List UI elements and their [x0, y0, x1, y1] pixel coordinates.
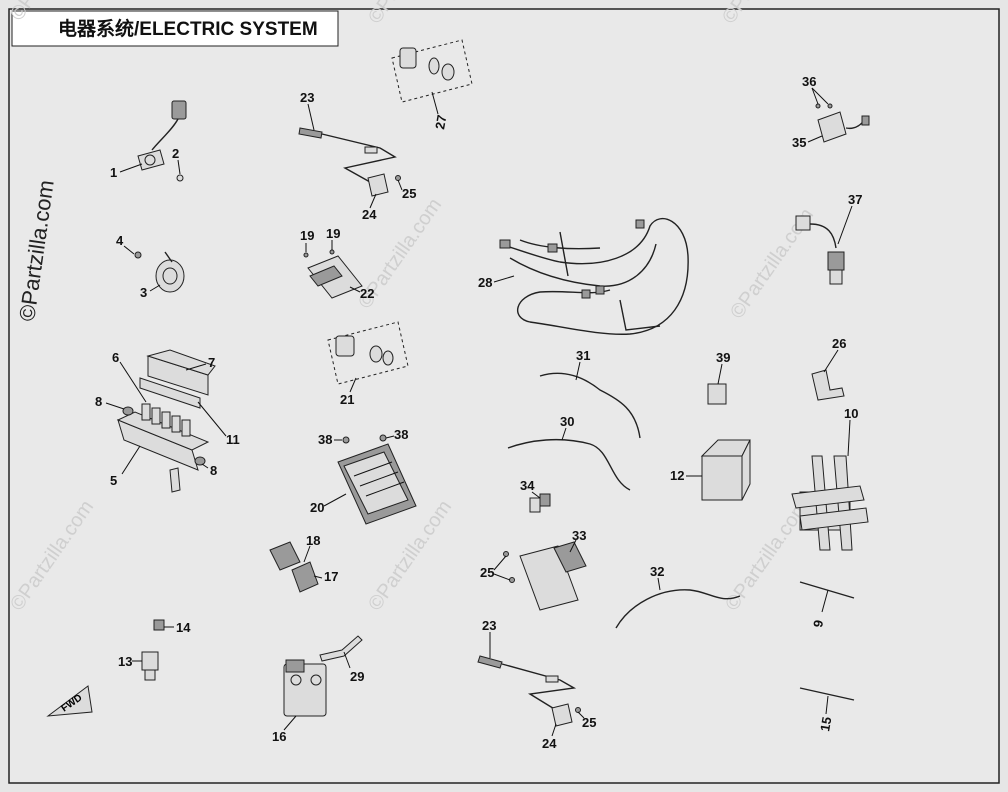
callout-label: 34: [520, 478, 535, 493]
callout-label: 26: [832, 336, 846, 351]
callout-label: 21: [340, 392, 354, 407]
part-starter-relay-16: [283, 635, 363, 717]
callout-label: 3: [140, 285, 147, 300]
callout-label: 37: [848, 192, 862, 207]
callout-label: 17: [324, 569, 338, 584]
part-sensor-1: [137, 100, 187, 182]
callout-label: 27: [432, 114, 449, 131]
callout-label: 8: [210, 463, 217, 478]
callout-label: 8: [95, 394, 102, 409]
callout-label: 7: [208, 355, 215, 370]
callout-label: 16: [272, 729, 286, 744]
callout-label: 36: [802, 74, 816, 89]
callout-label: 24: [362, 207, 377, 222]
callout-label: 29: [350, 669, 364, 684]
callouts: 1 2 3 4 5 6 7 8 8 11 19 19 22: [95, 74, 862, 751]
callout-label: 19: [300, 228, 314, 243]
callout-label: 18: [306, 533, 320, 548]
part-wire-30: [507, 438, 631, 491]
callout-label: 4: [116, 233, 124, 248]
callout-label: 13: [118, 654, 132, 669]
callout-label: 1: [110, 165, 117, 180]
part-rod-15: [799, 687, 855, 701]
callout-label: 2: [172, 146, 179, 161]
part-cdi-33: [503, 541, 587, 611]
callout-label: 31: [576, 348, 590, 363]
part-switch-kit-27: [391, 39, 473, 103]
callout-label: 38: [394, 427, 408, 442]
part-temp-sensor-lower: [477, 655, 581, 727]
part-switch-kit-21: [327, 321, 409, 385]
part-fuse-39: [707, 383, 727, 405]
callout-label: 38: [318, 432, 332, 447]
callout-label: 30: [560, 414, 574, 429]
callout-label: 24: [542, 736, 557, 751]
callout-label: 22: [360, 286, 374, 301]
callout-label: 23: [300, 90, 314, 105]
part-switch-35: [815, 103, 870, 143]
part-connectors-17: [269, 541, 319, 593]
callout-label: 19: [326, 226, 340, 241]
part-regulator-20: [337, 434, 417, 525]
callout-label: 39: [716, 350, 730, 365]
callout-label: 6: [112, 350, 119, 365]
part-battery-holder-10: [791, 455, 869, 551]
callout-label: 33: [572, 528, 586, 543]
part-wiring-harness-28: [499, 217, 689, 335]
title-box: 电器系统/ELECTRIC SYSTEM: [11, 10, 339, 47]
part-bracket-26: [811, 369, 845, 401]
callout-label: 25: [480, 565, 494, 580]
part-wire-32: [615, 589, 741, 629]
part-connector-34: [529, 493, 551, 513]
part-rod-9: [799, 581, 855, 599]
diagram-title: 电器系统/ELECTRIC SYSTEM: [58, 17, 318, 40]
callout-label: 14: [176, 620, 191, 635]
callout-label: 32: [650, 564, 664, 579]
callout-label: 20: [310, 500, 324, 515]
part-ecu-22: [303, 249, 363, 299]
part-horn-3: [134, 251, 185, 293]
part-fuse-box: [116, 349, 216, 493]
callout-label: 5: [110, 473, 117, 488]
callout-label: 25: [402, 186, 416, 201]
callout-label: 10: [844, 406, 858, 421]
callout-label: 28: [478, 275, 492, 290]
callout-label: 12: [670, 468, 684, 483]
callout-label: 9: [810, 619, 826, 629]
part-relay-13: [141, 619, 165, 681]
part-battery-12: [700, 439, 751, 501]
part-sensor-37: [795, 215, 845, 285]
callout-label: 35: [792, 135, 806, 150]
callout-label: 23: [482, 618, 496, 633]
callout-label: 15: [817, 716, 834, 733]
callout-label: 11: [226, 432, 240, 447]
part-wire-31: [539, 372, 641, 439]
part-temp-sensor-upper: [298, 127, 401, 197]
callout-label: 25: [582, 715, 596, 730]
